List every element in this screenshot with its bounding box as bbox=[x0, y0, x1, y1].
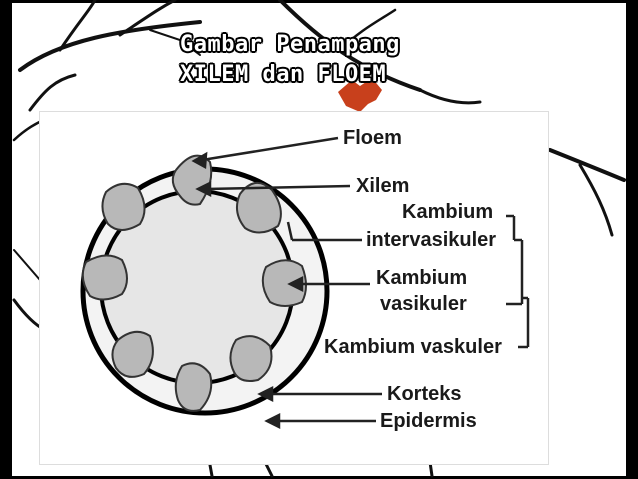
label-kambium-vas-2: vasikuler bbox=[380, 293, 467, 315]
vascular-bundle bbox=[101, 182, 146, 231]
arrow-icon bbox=[191, 151, 208, 170]
arrow-icon bbox=[264, 412, 281, 430]
label-kambium-vaskuler: Kambium vaskuler bbox=[324, 336, 502, 358]
label-xilem: Xilem bbox=[356, 175, 409, 197]
vascular-bundle bbox=[81, 254, 128, 301]
label-korteks: Korteks bbox=[387, 383, 461, 405]
label-epidermis: Epidermis bbox=[380, 410, 477, 432]
vascular-bundles bbox=[81, 154, 307, 412]
vascular-bundle bbox=[111, 330, 154, 378]
title-line-1: Gambar Penampang bbox=[180, 32, 400, 57]
label-kambium-inter-2: intervasikuler bbox=[366, 229, 496, 251]
label-kambium-vas-1: Kambium bbox=[376, 267, 467, 289]
slide-title: Gambar Penampang XILEM dan FLOEM bbox=[180, 30, 480, 90]
vascular-bundle bbox=[261, 259, 307, 307]
arrow-icon bbox=[257, 385, 274, 403]
stem-cross-section-diagram: Floem Xilem Kambium intervasikuler Kambi… bbox=[80, 127, 530, 432]
branch-icon bbox=[12, 0, 626, 478]
vascular-bundle bbox=[235, 182, 282, 234]
diagram-panel: Floem Xilem Kambium intervasikuler Kambi… bbox=[40, 112, 548, 464]
leaf-icon bbox=[338, 78, 382, 112]
arrow-icon bbox=[287, 275, 304, 293]
label-kambium-inter-1: Kambium bbox=[402, 201, 493, 223]
arrow-icon bbox=[195, 180, 212, 198]
title-line-2: XILEM dan FLOEM bbox=[180, 62, 387, 87]
leader-lines bbox=[191, 136, 530, 430]
label-floem: Floem bbox=[343, 127, 402, 149]
vascular-bundle bbox=[229, 335, 273, 382]
vascular-bundle bbox=[174, 362, 213, 412]
